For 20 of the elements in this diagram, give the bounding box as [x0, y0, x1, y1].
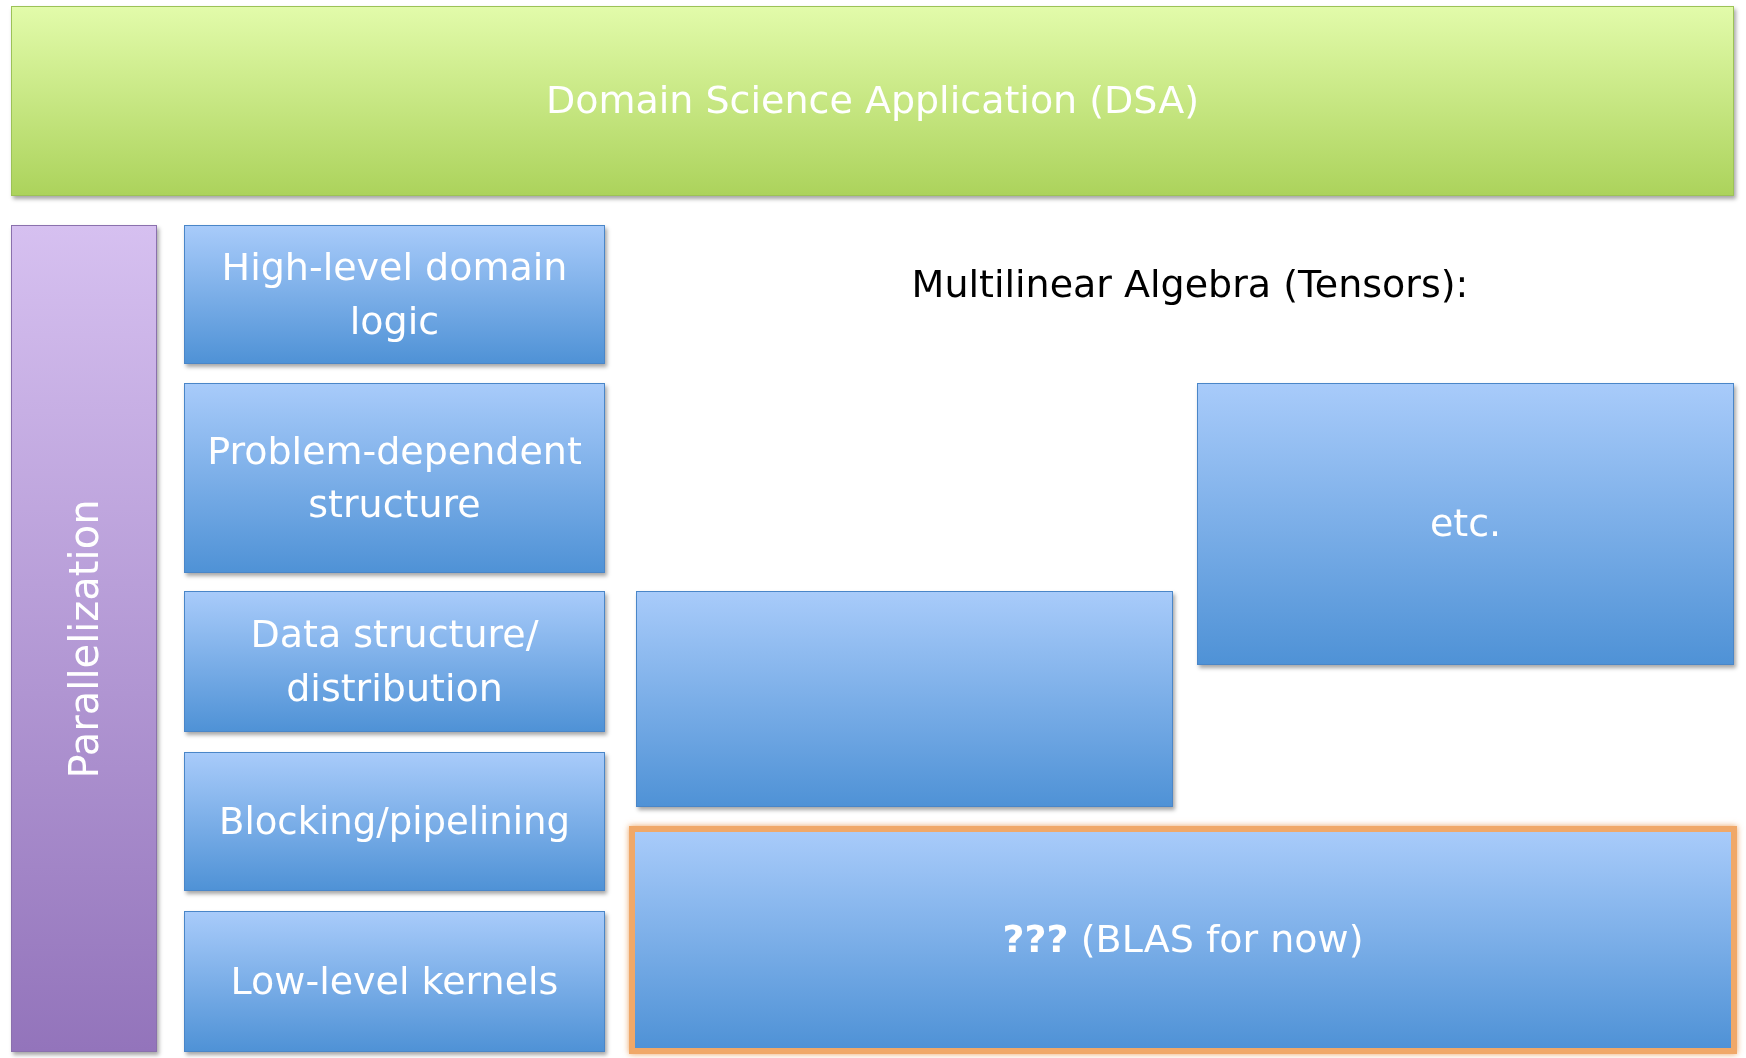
- layer-box: [184, 752, 605, 891]
- layer-box: [184, 591, 605, 732]
- box-label: etc.: [1428, 500, 1503, 548]
- empty-box: [636, 591, 1173, 807]
- library-box: [1197, 383, 1734, 665]
- box-label: Parallelization: [60, 498, 108, 780]
- highlighted-box: [629, 826, 1737, 1054]
- application-banner: [11, 6, 1734, 196]
- box-label: Data structure/ distribution: [249, 611, 540, 712]
- box-label: Domain Science Application (DSA): [544, 77, 1201, 125]
- box-label: Low-level kernels: [229, 957, 560, 1005]
- layer-box: [184, 225, 605, 364]
- layer-box: [184, 911, 605, 1052]
- vertical-bar: [11, 225, 157, 1052]
- box-label: Problem-dependent structure: [206, 427, 583, 528]
- box-label: ??? (BLAS for now): [1001, 916, 1365, 964]
- box-label: Blocking/pipelining: [218, 798, 571, 845]
- section-heading: Multilinear Algebra (Tensors):: [910, 262, 1470, 306]
- box-label: High-level domain logic: [220, 244, 569, 345]
- layer-box: [184, 383, 605, 573]
